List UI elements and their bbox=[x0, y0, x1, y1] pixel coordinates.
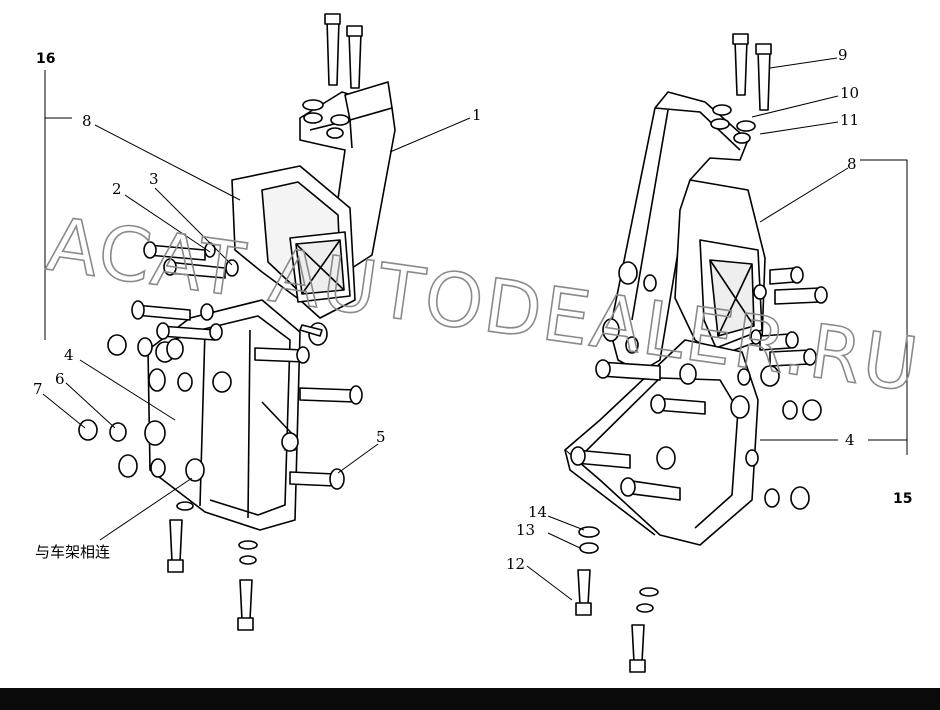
callout-1: 1 bbox=[472, 106, 482, 124]
callout-5: 5 bbox=[376, 428, 386, 446]
callout-8-left: 8 bbox=[82, 112, 92, 130]
callout-14: 14 bbox=[528, 503, 548, 521]
left-assembly bbox=[78, 13, 396, 631]
left-bottom-bolts bbox=[167, 501, 258, 631]
left-top-bolts bbox=[302, 13, 363, 139]
callout-9: 9 bbox=[838, 46, 848, 64]
right-top-bolts bbox=[710, 33, 772, 144]
right-bottom-bolts bbox=[575, 526, 659, 673]
callout-7: 7 bbox=[33, 380, 43, 398]
engine-mount-bracket-drawing bbox=[42, 13, 908, 673]
left-bolts bbox=[131, 241, 363, 490]
callout-16-left: 16 bbox=[36, 51, 56, 67]
callout-13: 13 bbox=[516, 521, 536, 539]
callout-10: 10 bbox=[840, 84, 860, 102]
callout-8-right: 8 bbox=[847, 155, 857, 173]
callout-4-right: 4 bbox=[845, 431, 855, 449]
leader-lines bbox=[42, 57, 908, 601]
left-nuts bbox=[78, 334, 193, 478]
callout-2: 2 bbox=[112, 180, 122, 198]
callout-3: 3 bbox=[149, 170, 159, 188]
frame-connection-note: 与车架相连 bbox=[35, 543, 111, 561]
callout-12: 12 bbox=[506, 555, 526, 573]
callout-15: 15 bbox=[893, 491, 913, 507]
callout-4-left: 4 bbox=[64, 346, 74, 364]
right-bolts bbox=[570, 266, 828, 501]
callout-11: 11 bbox=[840, 111, 860, 129]
right-nuts bbox=[745, 399, 822, 510]
bottom-black-bar bbox=[0, 688, 940, 710]
callout-6: 6 bbox=[55, 370, 65, 388]
